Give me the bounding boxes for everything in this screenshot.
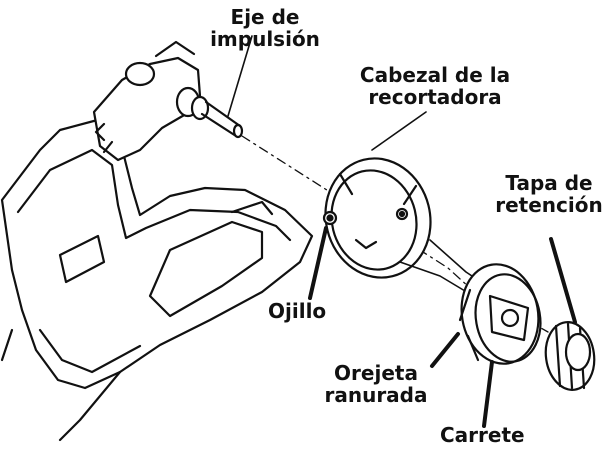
guard-shield: [0, 116, 314, 442]
eyelet-label: Ojillo: [268, 299, 327, 323]
retaining-cap-label: Tapa de retención: [495, 171, 603, 217]
spool-label: Carrete: [440, 423, 525, 447]
drive-shaft-label: Eje de impulsión: [210, 5, 320, 51]
leader-lines: [308, 226, 577, 428]
retaining-cap: [544, 321, 596, 391]
spool: [458, 263, 542, 365]
trimmer-head-label: Cabezal de la recortadora: [359, 63, 511, 109]
drive-shaft: [175, 35, 253, 139]
trimmer-head-housing: [322, 111, 432, 279]
motor-housing: [92, 40, 202, 162]
slotted-tab-label: Orejeta ranurada: [324, 361, 428, 407]
